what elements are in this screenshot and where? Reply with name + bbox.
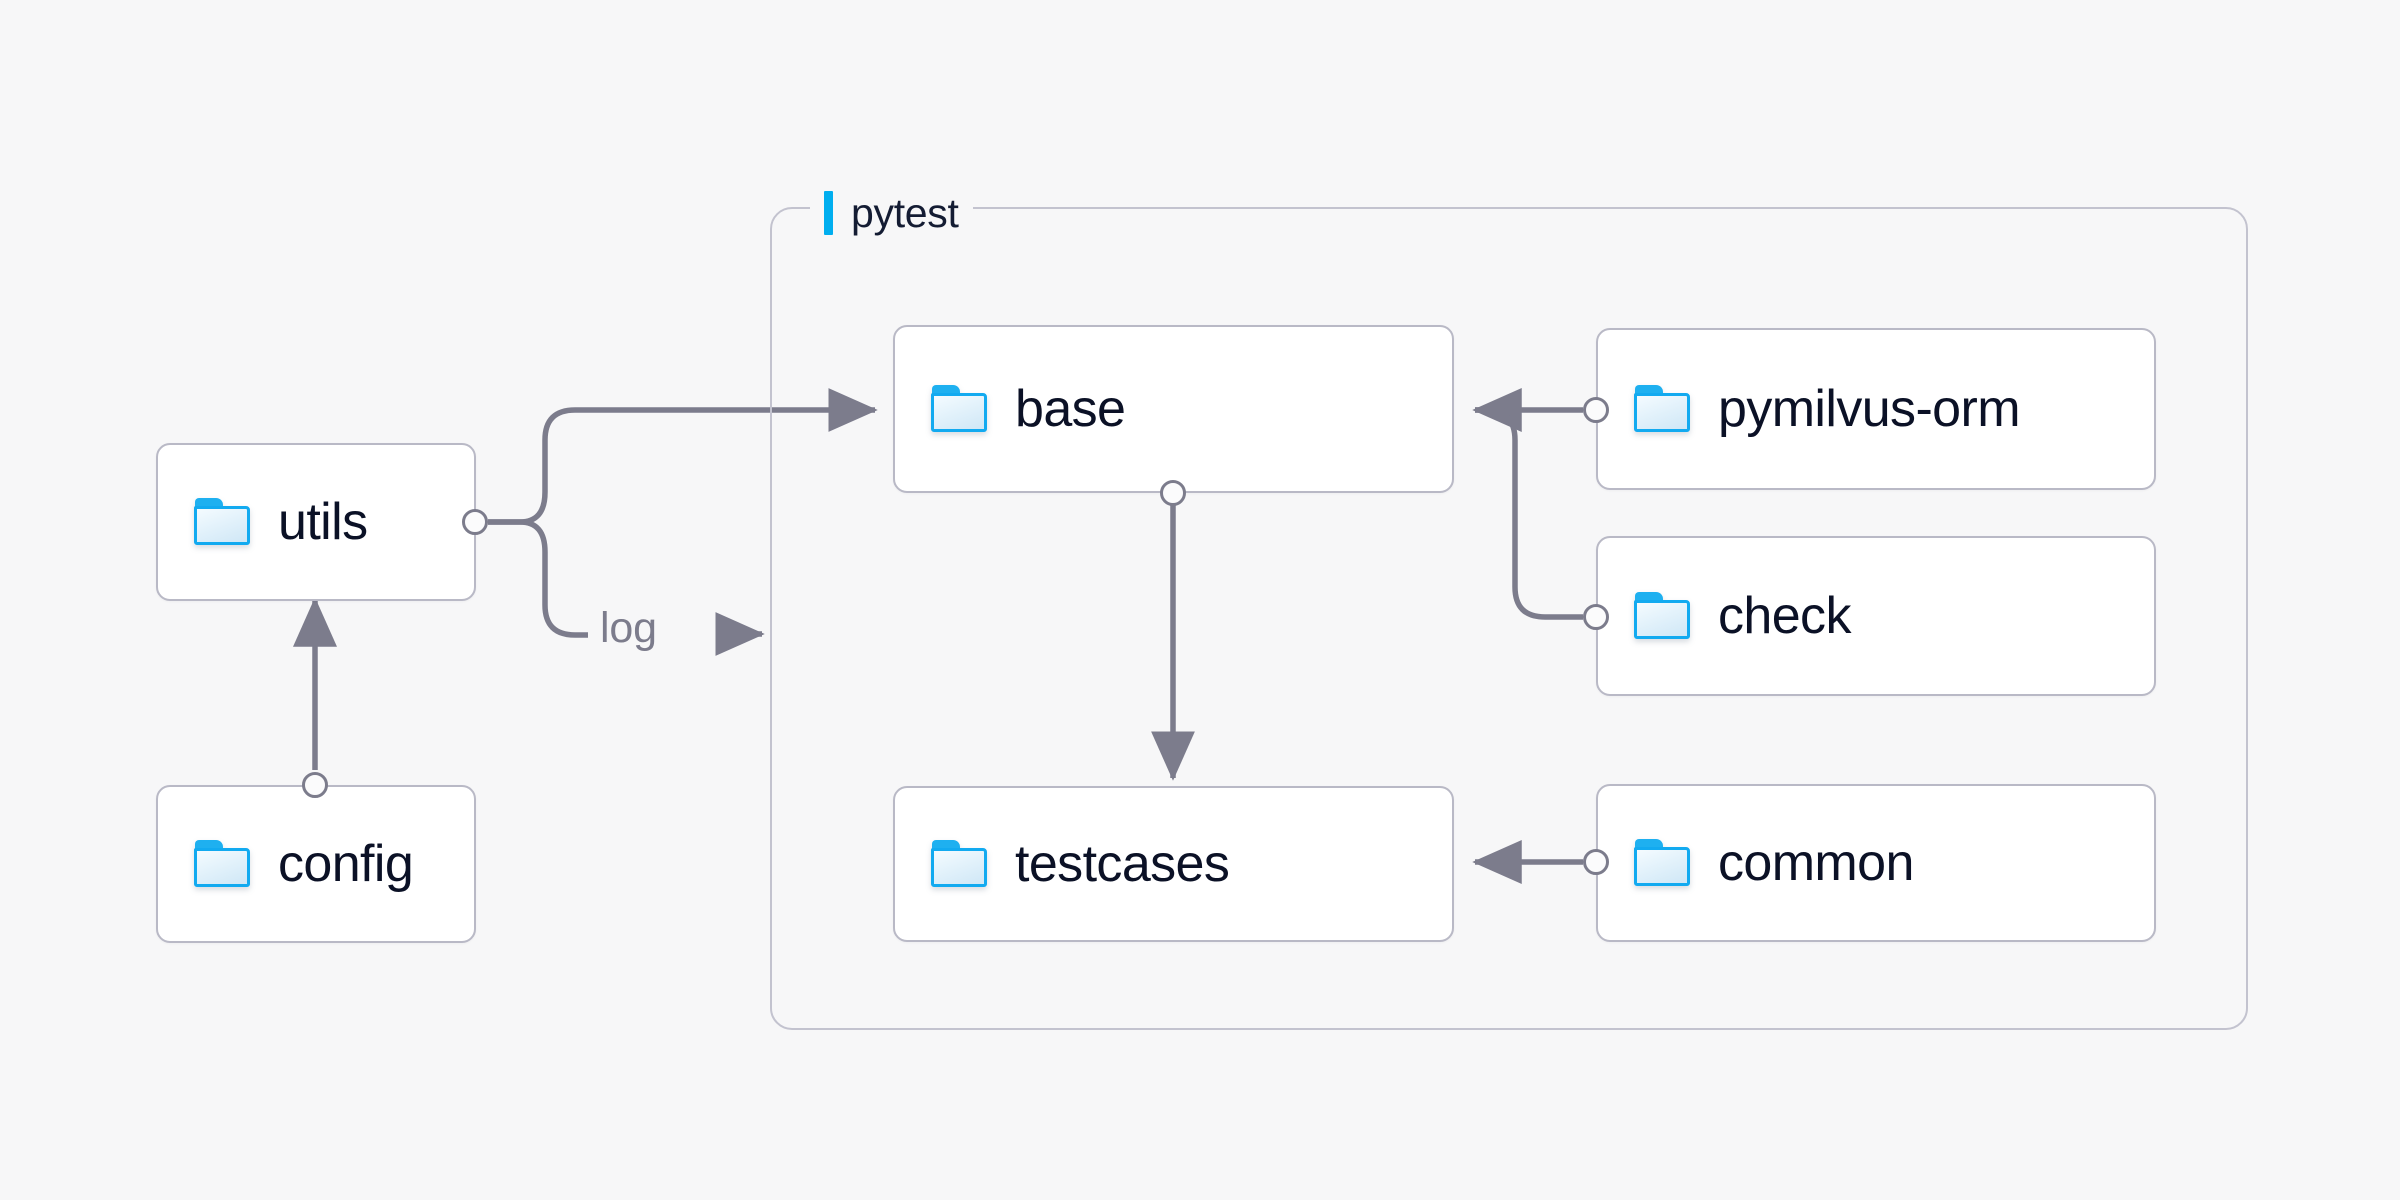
group-pytest[interactable] xyxy=(770,207,2248,1030)
port-config-top[interactable] xyxy=(302,772,328,798)
node-base-content: base xyxy=(895,380,1126,438)
node-testcases[interactable]: testcases xyxy=(893,786,1454,942)
group-pytest-label: pytest xyxy=(810,185,973,241)
folder-icon xyxy=(931,385,989,433)
node-config-content: config xyxy=(158,835,414,893)
folder-icon xyxy=(1634,385,1692,433)
node-common[interactable]: common xyxy=(1596,784,2156,942)
node-config-label: config xyxy=(278,835,414,893)
node-check-label: check xyxy=(1718,587,1851,645)
folder-icon xyxy=(1634,592,1692,640)
folder-icon xyxy=(194,840,252,888)
node-utils-label: utils xyxy=(278,493,368,551)
node-check[interactable]: check xyxy=(1596,536,2156,696)
accent-bar-icon xyxy=(824,191,833,235)
node-testcases-content: testcases xyxy=(895,835,1230,893)
node-common-content: common xyxy=(1598,837,1914,889)
port-common-left[interactable] xyxy=(1583,849,1609,875)
group-pytest-title: pytest xyxy=(851,189,959,236)
folder-icon xyxy=(931,840,989,888)
node-base-label: base xyxy=(1015,380,1126,438)
node-base[interactable]: base xyxy=(893,325,1454,493)
node-testcases-label: testcases xyxy=(1015,835,1230,893)
folder-icon xyxy=(1634,839,1692,887)
port-check-left[interactable] xyxy=(1583,604,1609,630)
node-config[interactable]: config xyxy=(156,785,476,943)
port-pymilvus-orm-left[interactable] xyxy=(1583,397,1609,423)
node-pymilvus-orm-content: pymilvus-orm xyxy=(1598,380,2021,438)
port-base-bottom[interactable] xyxy=(1160,480,1186,506)
edge-utils-to-log xyxy=(488,519,588,638)
node-utils-content: utils xyxy=(158,493,368,551)
node-utils[interactable]: utils xyxy=(156,443,476,601)
port-utils-right[interactable] xyxy=(462,509,488,535)
node-pymilvus-orm[interactable]: pymilvus-orm xyxy=(1596,328,2156,490)
node-pymilvus-orm-label: pymilvus-orm xyxy=(1718,380,2021,438)
node-check-content: check xyxy=(1598,590,1851,642)
edge-label-log: log xyxy=(600,604,657,652)
node-common-label: common xyxy=(1718,834,1914,892)
folder-icon xyxy=(194,498,252,546)
